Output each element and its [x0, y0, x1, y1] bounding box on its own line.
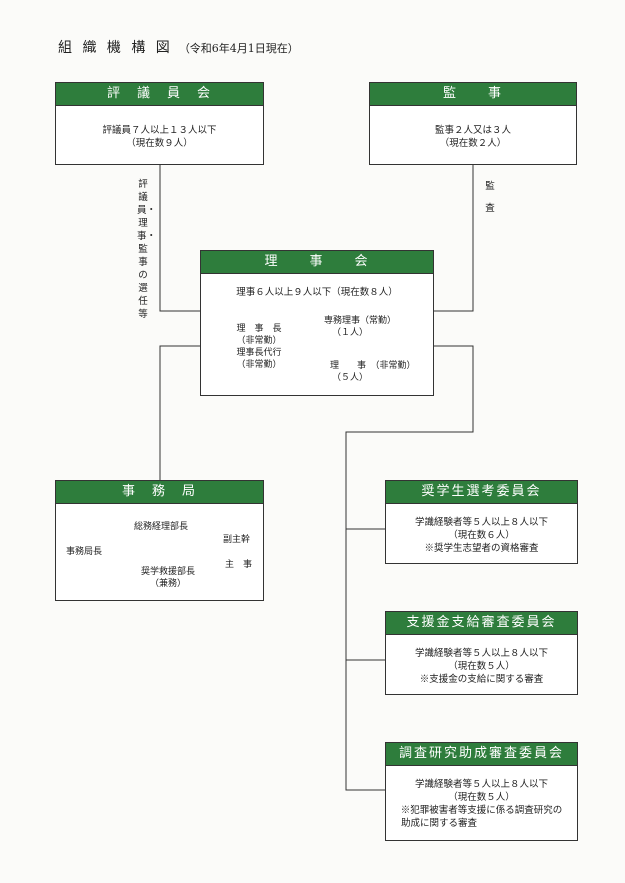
rijikai-managing-count: （１人）	[332, 328, 369, 338]
rijikai-deputy-note: （非常勤）	[236, 360, 282, 370]
committee-research-line3: ※犯罪被害者等支援に係る調査研究の	[400, 805, 563, 816]
kanji-line2: （現在数２人）	[439, 138, 507, 149]
committee-support-line1: 学識経験者等５人以上８人以下	[414, 648, 548, 659]
committee-support-line3: ※支援金の支給に関する審査	[419, 674, 544, 685]
committee-research-line2: （現在数５人）	[448, 792, 515, 803]
hyogiin-line1: 評議員７人以上１３人以下	[102, 125, 217, 136]
box-hyogiin: 評 議 員 会 評議員７人以上１３人以下 （現在数９人）	[55, 82, 264, 165]
page-title: 組 織 機 構 図 （令和6年4月1日現在）	[58, 37, 299, 57]
committee-scholarship-line2: （現在数６人）	[448, 530, 515, 541]
rijikai-line1: 理事６人以上９人以下（現在数８人）	[236, 287, 398, 298]
rijikai-managing: 専務理事（常勤）	[324, 316, 397, 326]
box-committee-support: 支援金支給審査委員会 学識経験者等５人以上８人以下 （現在数５人） ※支援金の支…	[385, 611, 578, 695]
rijikai-chairman: 理 事 長	[236, 324, 282, 334]
jimukyoku-general: 総務経理部長	[134, 522, 189, 532]
header-hyogiin: 評 議 員 会	[56, 83, 263, 106]
line-hyogiin-rijikai	[159, 165, 200, 312]
rijikai-chairman-note: （非常勤）	[236, 336, 282, 346]
committee-support-line2: （現在数５人）	[448, 661, 515, 672]
rijikai-chairman-group: 理 事 長 （非常勤） 理事長代行 （非常勤）	[229, 323, 289, 371]
header-committee-scholarship: 奨学生選考委員会	[386, 481, 577, 504]
rijikai-directors-count: （５人）	[332, 373, 369, 383]
rijikai-directors-group: 理 事 （非常勤） （５人）	[330, 360, 416, 384]
header-rijikai: 理 事 会	[201, 251, 433, 274]
title-text: 組 織 機 構 図	[58, 40, 173, 56]
jimukyoku-deputy: 副主幹	[223, 535, 251, 545]
rijikai-managing-group: 専務理事（常勤） （１人）	[324, 315, 396, 339]
line-rijikai-committees	[345, 345, 474, 791]
header-kanji: 監 事	[370, 83, 576, 106]
box-kanji: 監 事 監事２人又は３人 （現在数２人）	[369, 82, 577, 165]
box-committee-scholarship: 奨学生選考委員会 学識経験者等５人以上８人以下 （現在数６人） ※奨学生志望者の…	[385, 480, 578, 564]
box-rijikai: 理 事 会 理事６人以上９人以下（現在数８人）	[200, 250, 434, 396]
hyogiin-line2: （現在数９人）	[126, 138, 193, 149]
header-committee-support: 支援金支給審査委員会	[386, 612, 577, 635]
committee-research-line1: 学識経験者等５人以上８人以下	[414, 779, 548, 790]
header-committee-research: 調査研究助成審査委員会	[386, 743, 577, 766]
jimukyoku-support-group: 奨学救援部長 （兼務）	[132, 566, 204, 590]
jimukyoku-support: 奨学救援部長	[140, 567, 195, 577]
box-jimukyoku: 事 務 局	[55, 480, 264, 601]
committee-scholarship-line1: 学識経験者等５人以上８人以下	[414, 517, 548, 528]
box-committee-research: 調査研究助成審査委員会 学識経験者等５人以上８人以下 （現在数５人） ※犯罪被害…	[385, 742, 578, 841]
committee-scholarship-line3: ※奨学生志望者の資格審査	[424, 543, 539, 554]
as-of-date: （令和6年4月1日現在）	[178, 42, 299, 55]
header-jimukyoku: 事 務 局	[56, 481, 263, 504]
jimukyoku-staff: 主 事	[225, 560, 253, 570]
rijikai-directors: 理 事 （非常勤）	[330, 361, 416, 371]
rijikai-deputy: 理事長代行	[236, 348, 282, 358]
committee-research-line4: 助成に関する審査	[401, 818, 478, 829]
line-kanji-rijikai	[434, 165, 474, 312]
label-kansa: 監査	[485, 181, 495, 214]
line-rijikai-jimukyoku	[159, 345, 200, 480]
label-senin: 評議員・理事・監事の選任等	[137, 179, 157, 320]
jimukyoku-head: 事務局長	[66, 547, 103, 557]
kanji-line1: 監事２人又は３人	[434, 125, 511, 136]
jimukyoku-support-note: （兼務）	[149, 579, 186, 589]
